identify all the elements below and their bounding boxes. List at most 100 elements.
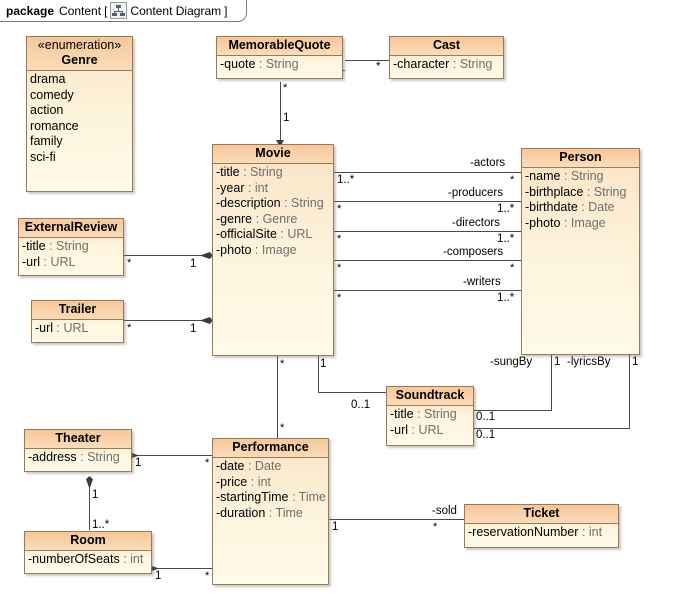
- class-attribute: -birthdate : Date: [525, 200, 636, 216]
- class-box-cast[interactable]: Cast -character : String: [389, 36, 504, 79]
- attr-name: -duration: [216, 505, 266, 520]
- package-keyword: package: [6, 3, 55, 18]
- attr-type: String: [265, 57, 299, 71]
- assoc-lyricsby-h: [474, 428, 630, 429]
- attr-name: -officialSite: [216, 227, 277, 241]
- class-header-ticket: Ticket: [465, 505, 618, 524]
- assoc-sold-role-label: -sold: [432, 505, 457, 517]
- attr-sep: :: [578, 525, 589, 539]
- class-box-ticket[interactable]: Ticket -reservationNumber : int: [464, 504, 619, 548]
- attr-type: String: [570, 169, 604, 183]
- class-attribute: -year : int: [216, 181, 330, 197]
- attr-sep: :: [45, 239, 57, 253]
- attr-type: Date: [588, 200, 615, 214]
- assoc-theater-room-mult-theater: 1: [92, 489, 99, 501]
- assoc-producers-mult-person: 1..*: [497, 203, 515, 215]
- class-box-soundtrack[interactable]: Soundtrack -title : String -url : URL: [386, 386, 474, 446]
- attr-sep: :: [577, 200, 589, 214]
- attr-type: String: [593, 184, 627, 199]
- enum-literal: family: [30, 134, 63, 148]
- class-body-room: -numberOfSeats : int: [25, 551, 151, 570]
- assoc-sungby-mult-soundtrack: 0..1: [476, 411, 496, 423]
- assoc-movie-performance-line: [277, 356, 278, 440]
- class-box-externalreview[interactable]: ExternalReview -title : String -url : UR…: [18, 218, 124, 276]
- assoc-theater-perf-diamond-icon: [126, 452, 139, 459]
- class-attribute: -name : String: [525, 169, 636, 185]
- class-attribute: -photo : Image: [216, 243, 330, 259]
- assoc-sungby-h: [474, 410, 552, 411]
- assoc-sold-mult-perf: 1: [332, 521, 339, 533]
- class-attribute: -address : String: [28, 450, 128, 466]
- attr-name: -address: [28, 450, 77, 464]
- class-body-theater: -address : String: [25, 449, 131, 468]
- attr-sep: :: [76, 450, 88, 464]
- attr-type: int: [588, 525, 603, 539]
- attr-sep: :: [449, 57, 460, 71]
- class-attribute: -date : Date: [216, 459, 325, 475]
- attr-type: URL: [50, 254, 76, 269]
- attr-name: -character: [393, 57, 450, 71]
- attr-name: -quote: [220, 57, 256, 71]
- class-name-trailer: Trailer: [58, 302, 97, 316]
- class-name-movie: Movie: [255, 146, 291, 160]
- enum-literal: comedy: [30, 87, 74, 102]
- class-box-genre[interactable]: «enumeration» Genre drama comedy action …: [26, 36, 133, 192]
- class-box-person[interactable]: Person -name : String -birthplace : Stri…: [521, 148, 640, 355]
- attr-type: String: [291, 196, 324, 210]
- enum-literal: sci-fi: [30, 149, 56, 164]
- attr-type: URL: [63, 321, 89, 335]
- assoc-room-perf-mult-room: 1: [155, 570, 162, 582]
- assoc-trailer-movie-diamond-icon: [200, 317, 213, 324]
- class-name-person: Person: [559, 150, 602, 164]
- assoc-theater-room-line: [89, 482, 90, 530]
- assoc-quote-movie-mult-movie: 1: [283, 112, 290, 124]
- class-body-ticket: -reservationNumber : int: [465, 524, 618, 543]
- assoc-writers-line: [334, 290, 530, 291]
- class-box-theater[interactable]: Theater -address : String: [24, 429, 132, 472]
- attr-type: URL: [418, 422, 444, 437]
- assoc-lyricsby-mult-soundtrack: 0..1: [476, 429, 496, 441]
- class-attribute: -birthplace : String: [525, 185, 636, 201]
- class-attribute: -title : String: [216, 165, 330, 181]
- assoc-theater-perf-mult-perf: *: [205, 457, 210, 469]
- assoc-actors-mult-person: *: [510, 174, 515, 186]
- class-stereotype-enumeration: «enumeration»: [37, 38, 122, 52]
- assoc-room-perf-line: [152, 568, 212, 569]
- attr-sep: :: [280, 196, 292, 210]
- assoc-producers-role-label: -producers: [448, 187, 503, 199]
- attr-type: int: [130, 552, 144, 566]
- assoc-movie-perf-mult-movie: *: [280, 358, 285, 370]
- assoc-room-perf-diamond-icon: [146, 565, 159, 572]
- assoc-composers-role-label: -composers: [443, 246, 504, 258]
- assoc-movie-soundtrack-h: [318, 392, 386, 393]
- attr-sep: :: [53, 321, 64, 335]
- class-header-cast: Cast: [390, 37, 503, 56]
- class-header-genre: «enumeration» Genre: [27, 37, 132, 71]
- class-box-trailer[interactable]: Trailer -url : URL: [31, 300, 124, 343]
- class-header-room: Room: [25, 532, 151, 551]
- class-attribute: -title : String: [22, 239, 120, 255]
- attr-name: -url: [35, 321, 54, 335]
- class-diagram-icon: [110, 2, 128, 19]
- class-header-soundtrack: Soundtrack: [387, 387, 473, 406]
- class-name-performance: Performance: [232, 440, 309, 454]
- assoc-quote-movie-mult-quote: *: [283, 82, 288, 94]
- assoc-trailer-mult-trailer: *: [127, 322, 132, 334]
- attr-sep: :: [247, 474, 258, 489]
- assoc-actors-mult-movie: 1..*: [337, 174, 355, 186]
- class-box-movie[interactable]: Movie -title : String -year : int -descr…: [212, 144, 334, 356]
- attr-type: String: [424, 407, 457, 421]
- attr-name: -title: [390, 407, 414, 421]
- attr-sep: :: [583, 184, 594, 199]
- attr-sep: :: [252, 211, 263, 226]
- class-attribute: -numberOfSeats : int: [28, 552, 148, 568]
- class-body-performance: -date : Date -price : int -startingTime …: [213, 458, 328, 523]
- assoc-review-mult-movie: 1: [190, 258, 197, 270]
- attr-type: Time: [275, 505, 303, 520]
- assoc-trailer-mult-movie: 1: [190, 323, 197, 335]
- class-box-performance[interactable]: Performance -date : Date -price : int -s…: [212, 438, 329, 585]
- class-box-memorablequote[interactable]: MemorableQuote -quote : String: [216, 36, 343, 79]
- assoc-quote-cast-mult-cast: *: [376, 61, 381, 73]
- class-box-room[interactable]: Room -numberOfSeats : int: [24, 531, 152, 574]
